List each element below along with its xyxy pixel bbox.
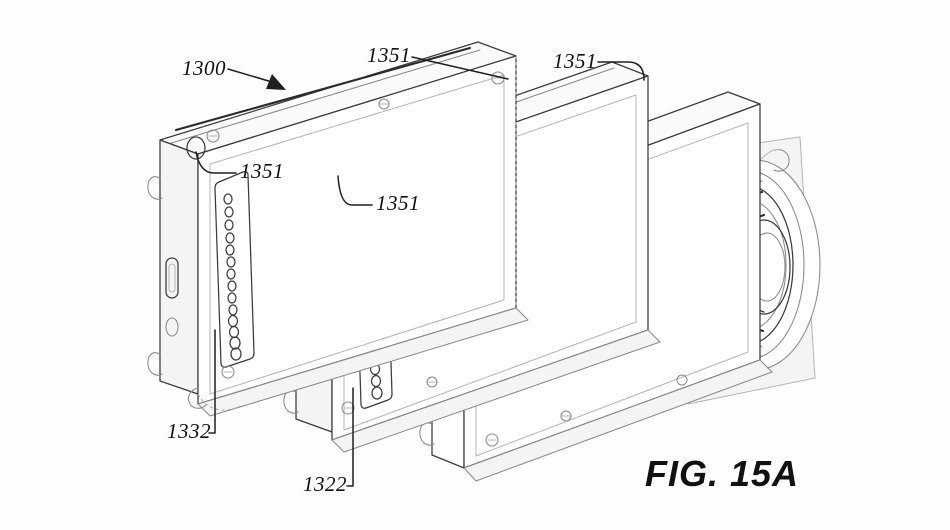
callout-labels: 1300 1351 1351 1351 1351 1332 1322: [167, 43, 597, 496]
callout-1351-b: 1351: [553, 49, 597, 73]
leader-1351-d: [337, 175, 373, 206]
rear-panel-side-ports: [165, 257, 179, 337]
callout-1300: 1300: [182, 56, 226, 80]
callout-1351-a: 1351: [367, 43, 411, 67]
leader-1332: [208, 329, 216, 434]
rear-panel-screw-boss: [186, 136, 206, 160]
leader-1351-a: [411, 56, 509, 80]
rear-panel-dot-column: [223, 193, 242, 361]
leader-1351-b: [597, 61, 645, 81]
leader-1322: [346, 387, 354, 487]
callout-1322: 1322: [303, 472, 347, 496]
rear-panel-corner-tabs: [147, 176, 207, 409]
leader-1300: [227, 68, 286, 90]
rear-panel-hidden-edge: [197, 393, 241, 411]
figure-caption: FIG. 15A: [645, 453, 799, 494]
callout-1351-d: 1351: [376, 191, 420, 215]
callout-1332: 1332: [167, 419, 211, 443]
rear-panel-button-pad: [214, 171, 255, 369]
panel-rear: [147, 41, 529, 417]
lens-mount-tab: [759, 149, 790, 172]
leader-lines: [195, 56, 645, 487]
leader-1351-c: [195, 151, 237, 174]
callout-1351-c: 1351: [240, 159, 284, 183]
